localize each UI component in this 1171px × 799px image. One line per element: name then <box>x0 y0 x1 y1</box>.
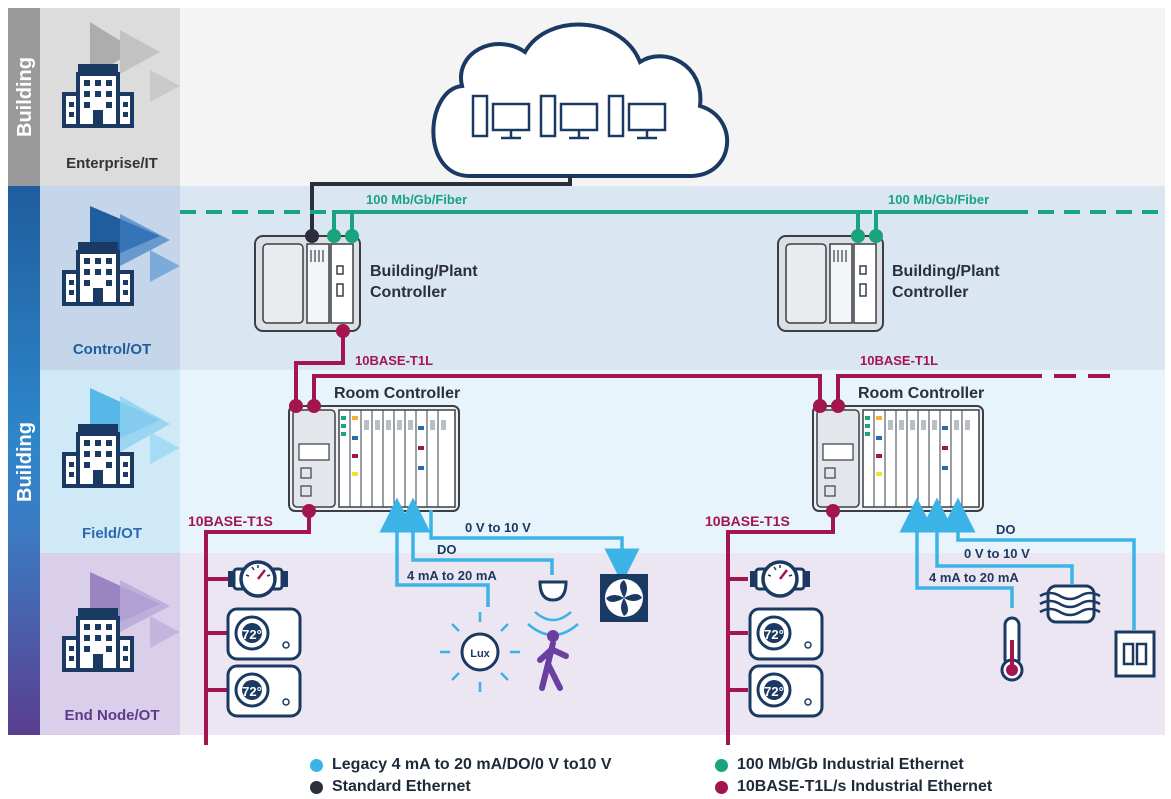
t1s-bus-left <box>204 511 311 745</box>
legend-item-ethernet: Standard Ethernet <box>310 778 471 796</box>
signal-ma-right <box>899 497 1014 608</box>
thermostat-icon <box>748 664 824 718</box>
legend-label: 10BASE-T1L/s Industrial Ethernet <box>737 778 993 795</box>
legend-dot-icon <box>310 780 323 794</box>
port-t1l-icon <box>831 399 845 413</box>
plant-controller-left-label-2: Controller <box>370 284 446 301</box>
lux-sensor-icon: Lux <box>440 612 520 692</box>
t1l-label-right: 10BASE-T1L <box>860 353 938 368</box>
t1l-link-room <box>312 374 822 406</box>
signal-v-right-label: 0 V to 10 V <box>964 546 1030 561</box>
port-ethernet-icon <box>305 229 319 243</box>
plant-controller-right-label-1: Building/Plant <box>892 263 1000 280</box>
port-fiber-icon <box>327 229 341 243</box>
signal-ma-left-label: 4 mA to 20 mA <box>407 568 497 583</box>
legend-item-legacy: Legacy 4 mA to 20 mA/DO/0 V to10 V <box>310 756 612 774</box>
signal-ma-right-label: 4 mA to 20 mA <box>929 570 1019 585</box>
t1l-link-right <box>836 374 1020 406</box>
room-controller-right-label: Room Controller <box>858 385 984 402</box>
t1l-link-plc-left <box>294 331 345 406</box>
legend-dot-icon <box>715 758 728 772</box>
port-t1l-icon <box>336 324 350 338</box>
signal-do-right-label: DO <box>996 522 1016 537</box>
thermostat-icon <box>748 607 824 661</box>
level-name-control: Control/OT <box>73 341 151 358</box>
side-bar-upper <box>8 8 40 186</box>
signal-do-left-label: DO <box>437 542 457 557</box>
plant-controller-left <box>254 235 361 332</box>
thermostat-temp: 72° <box>764 684 784 699</box>
thermostat-temp: 72° <box>242 684 262 699</box>
port-fiber-icon <box>345 229 359 243</box>
switch-icon <box>1114 630 1156 678</box>
legend-label: Standard Ethernet <box>332 778 471 795</box>
fan-icon <box>600 574 648 622</box>
signal-v-right <box>919 497 1074 584</box>
level-name-enterprise: Enterprise/IT <box>66 155 158 172</box>
side-bar-lower <box>8 186 40 735</box>
t1s-drops-right <box>728 577 748 692</box>
plant-controller-right <box>777 235 884 332</box>
motion-sensor-icon <box>527 580 579 691</box>
signal-do-left <box>395 497 554 575</box>
cloud-servers-icon <box>471 94 667 140</box>
port-t1l-icon <box>813 399 827 413</box>
t1l-label-left: 10BASE-T1L <box>355 353 433 368</box>
room-controller-left <box>288 405 460 512</box>
port-fiber-icon <box>851 229 865 243</box>
legend-label: Legacy 4 mA to 20 mA/DO/0 V to10 V <box>332 756 612 773</box>
t1s-drops-left <box>206 577 228 692</box>
t1s-label-right: 10BASE-T1S <box>705 513 790 529</box>
level-name-endnode: End Node/OT <box>65 707 160 724</box>
fiber-label-left: 100 Mb/Gb/Fiber <box>366 192 467 207</box>
t1s-bus-right <box>726 511 835 745</box>
legend-item-industrial: 100 Mb/Gb Industrial Ethernet <box>715 756 964 774</box>
legend-dot-icon <box>310 758 323 772</box>
thermostat-icon <box>226 607 302 661</box>
fiber-link-right <box>874 210 1020 236</box>
band-endnode <box>180 553 1165 735</box>
thermostat-temp: 72° <box>242 627 262 642</box>
port-t1s-icon <box>302 504 316 518</box>
side-label-lower: Building <box>14 422 36 502</box>
legend-dot-icon <box>715 780 728 794</box>
side-label-upper: Building <box>14 57 36 137</box>
signal-v-left-label: 0 V to 10 V <box>465 520 531 535</box>
port-t1l-icon <box>289 399 303 413</box>
room-controller-right <box>812 405 984 512</box>
port-fiber-icon <box>869 229 883 243</box>
legend: Legacy 4 mA to 20 mA/DO/0 V to10 V Stand… <box>310 756 1070 798</box>
legend-label: 100 Mb/Gb Industrial Ethernet <box>737 756 964 773</box>
port-t1s-icon <box>826 504 840 518</box>
plant-controller-left-label-1: Building/Plant <box>370 263 478 280</box>
room-controller-left-label: Room Controller <box>334 385 460 402</box>
level-name-field: Field/OT <box>82 525 142 542</box>
lux-label: Lux <box>470 648 490 660</box>
air-flow-sensor-icon <box>1039 584 1101 624</box>
thermometer-icon <box>1000 616 1024 682</box>
plant-controller-right-label-2: Controller <box>892 284 968 301</box>
fiber-link-left <box>332 210 860 236</box>
signal-ma-left <box>379 497 490 607</box>
fiber-label-right: 100 Mb/Gb/Fiber <box>888 192 989 207</box>
signal-v-left <box>429 510 640 584</box>
legend-item-t1: 10BASE-T1L/s Industrial Ethernet <box>715 778 992 796</box>
thermostat-temp: 72° <box>764 627 784 642</box>
thermostat-icon <box>226 664 302 718</box>
port-t1l-icon <box>307 399 321 413</box>
signal-do-right <box>940 497 1136 630</box>
t1s-label-left: 10BASE-T1S <box>188 513 273 529</box>
